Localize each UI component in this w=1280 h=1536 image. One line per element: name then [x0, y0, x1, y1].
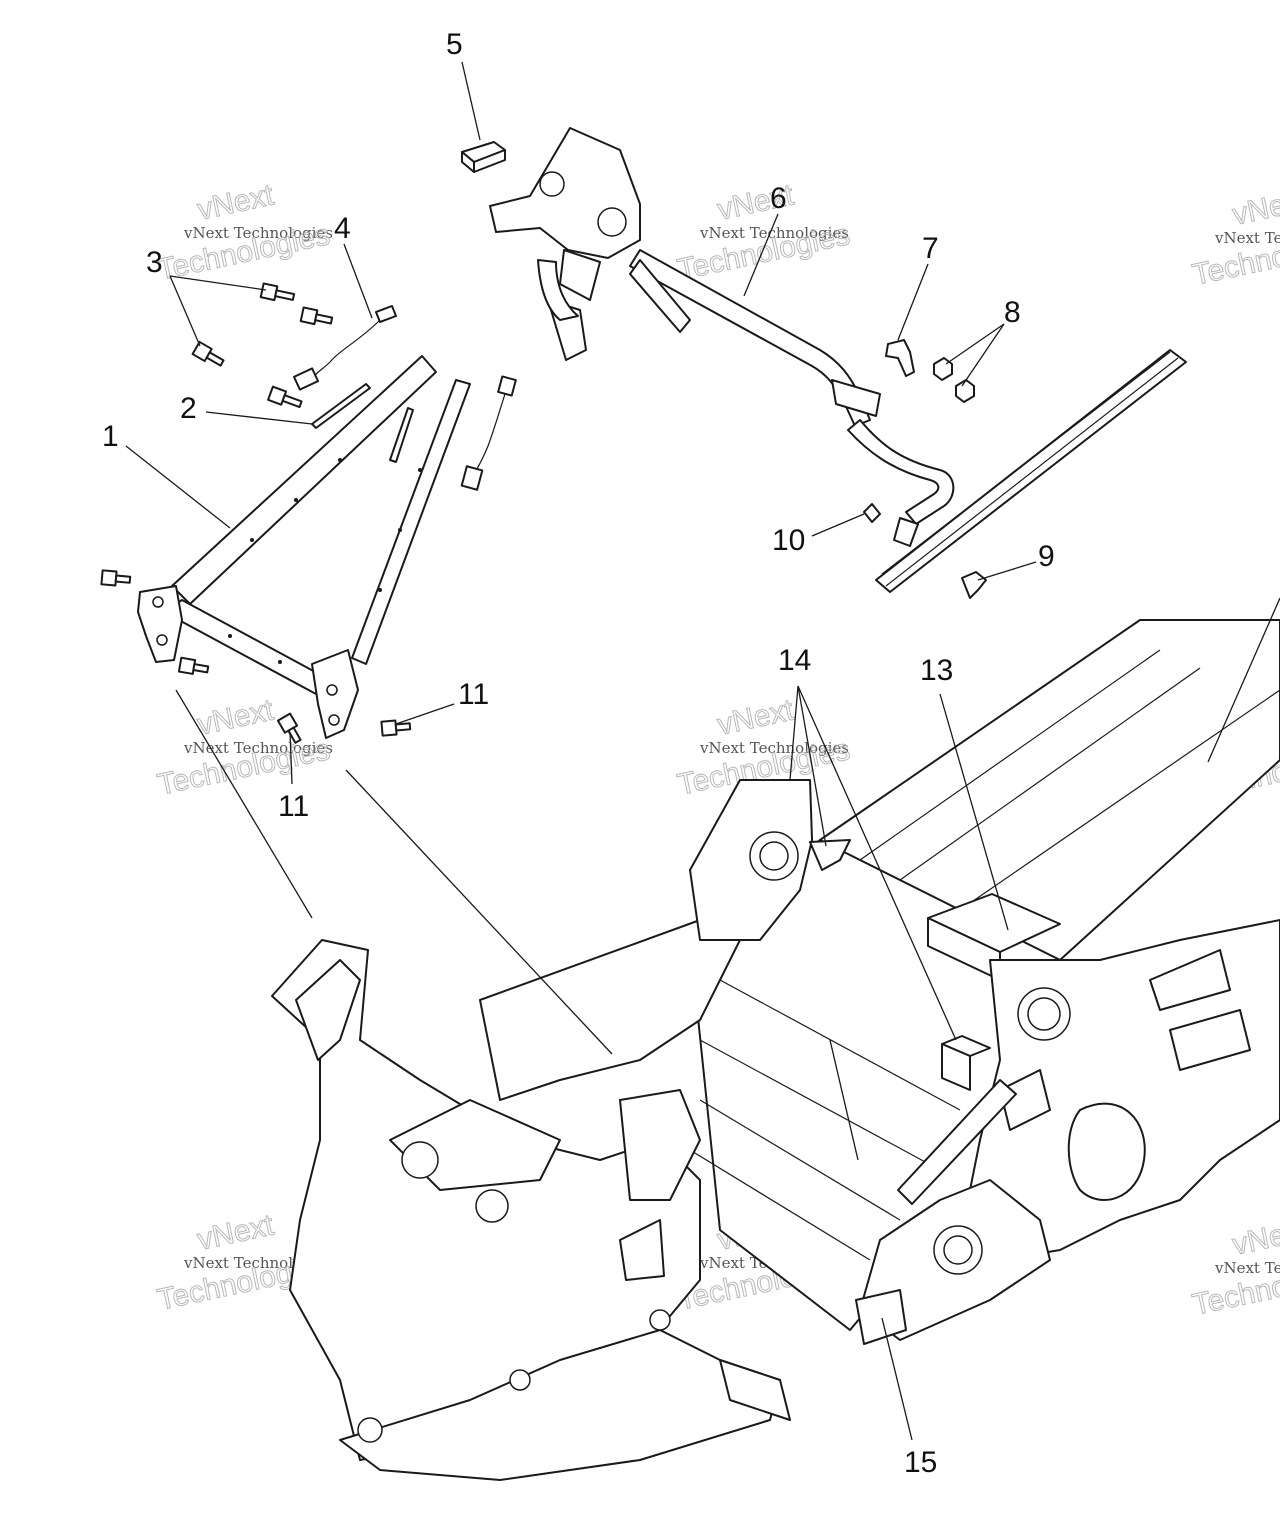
- leader-9: [977, 561, 1037, 581]
- watermark-9: vNext vNext Technologies Technologies: [1189, 1213, 1280, 1322]
- leader-8a: [945, 323, 1005, 365]
- watermark-3: vNext vNext Technologies Technologies: [1189, 183, 1280, 292]
- leader-11a: [395, 703, 455, 725]
- leader-11c: [175, 689, 313, 919]
- watermark-big-text: vNext: [195, 693, 278, 741]
- watermark-1: vNext vNext Technologies Technologies: [154, 178, 333, 287]
- callout-2: 2: [180, 392, 197, 425]
- watermark-small-text: vNext Technologies: [1214, 229, 1280, 247]
- watermark-small-text: vNext Technologies: [1214, 1259, 1280, 1277]
- callout-9: 9: [1038, 540, 1055, 573]
- watermark-small-text: vNext Technologies: [183, 224, 333, 242]
- callout-7: 7: [922, 232, 939, 265]
- leader-14b: [797, 685, 827, 847]
- watermark-big-text: vNext: [1230, 183, 1280, 231]
- part-4-harness: [292, 305, 397, 391]
- leader-15: [881, 1317, 913, 1441]
- leader-6: [743, 213, 779, 297]
- part-3-bolts: [191, 282, 334, 409]
- callout-10: 10: [772, 524, 805, 557]
- part-5-block: [461, 141, 506, 173]
- callout-4: 4: [334, 212, 351, 245]
- watermark-big-text: vNext: [1230, 1213, 1280, 1261]
- leader-7: [897, 263, 929, 341]
- part-10-clip: [863, 503, 881, 523]
- callout-15: 15: [904, 1446, 937, 1479]
- callout-6: 6: [770, 182, 787, 215]
- callout-3: 3: [146, 246, 163, 279]
- leader-11d: [345, 769, 613, 1055]
- leader-11b: [289, 731, 293, 785]
- callout-11-upper: 11: [458, 678, 489, 711]
- watermark-4: vNext vNext Technologies Technologies: [154, 693, 333, 802]
- part-6-steering-post: [489, 127, 955, 547]
- part-2-strip: [311, 383, 414, 463]
- leader-14a: [789, 685, 799, 781]
- leader-14c: [797, 685, 957, 1041]
- watermark-big-text: vNext: [715, 693, 798, 741]
- leader-1: [125, 445, 231, 529]
- watermark-2: vNext vNext Technologies Technologies: [674, 178, 853, 287]
- watermark-small-text: vNext Technologies: [699, 739, 849, 757]
- callout-8: 8: [1004, 296, 1021, 329]
- part-1-bumper: [137, 355, 517, 739]
- watermark-big-text: vNext: [195, 1208, 278, 1256]
- leader-8b: [961, 323, 1005, 387]
- leader-16: [1207, 597, 1280, 763]
- leader-3a: [169, 275, 267, 291]
- part-9-fastener: [961, 571, 987, 599]
- rail-part: [875, 349, 1187, 593]
- callout-13: 13: [920, 654, 953, 687]
- callout-11-lower: 11: [278, 790, 309, 823]
- part-7-clip: [885, 339, 915, 377]
- leader-13: [939, 693, 1009, 931]
- callout-14: 14: [778, 644, 811, 677]
- part-11-bolts: [100, 569, 412, 744]
- leader-10: [811, 513, 865, 537]
- leader-4: [343, 243, 373, 319]
- watermark-small-text: vNext Technologies: [699, 224, 849, 242]
- leader-16b: [829, 1039, 859, 1161]
- part-8-nuts: [933, 357, 975, 403]
- chassis-frame: [271, 619, 1280, 1481]
- leader-2: [205, 411, 313, 425]
- leader-3b: [169, 275, 201, 347]
- callout-1: 1: [102, 420, 119, 453]
- callout-5: 5: [446, 28, 463, 61]
- leader-5: [461, 61, 481, 141]
- leader-lines: [125, 61, 1280, 1441]
- callout-labels: 1 2 3 4 5 6 7 8 9 10 11 11 13 14 15: [102, 28, 1055, 1479]
- watermark-big-text: vNext: [195, 178, 278, 226]
